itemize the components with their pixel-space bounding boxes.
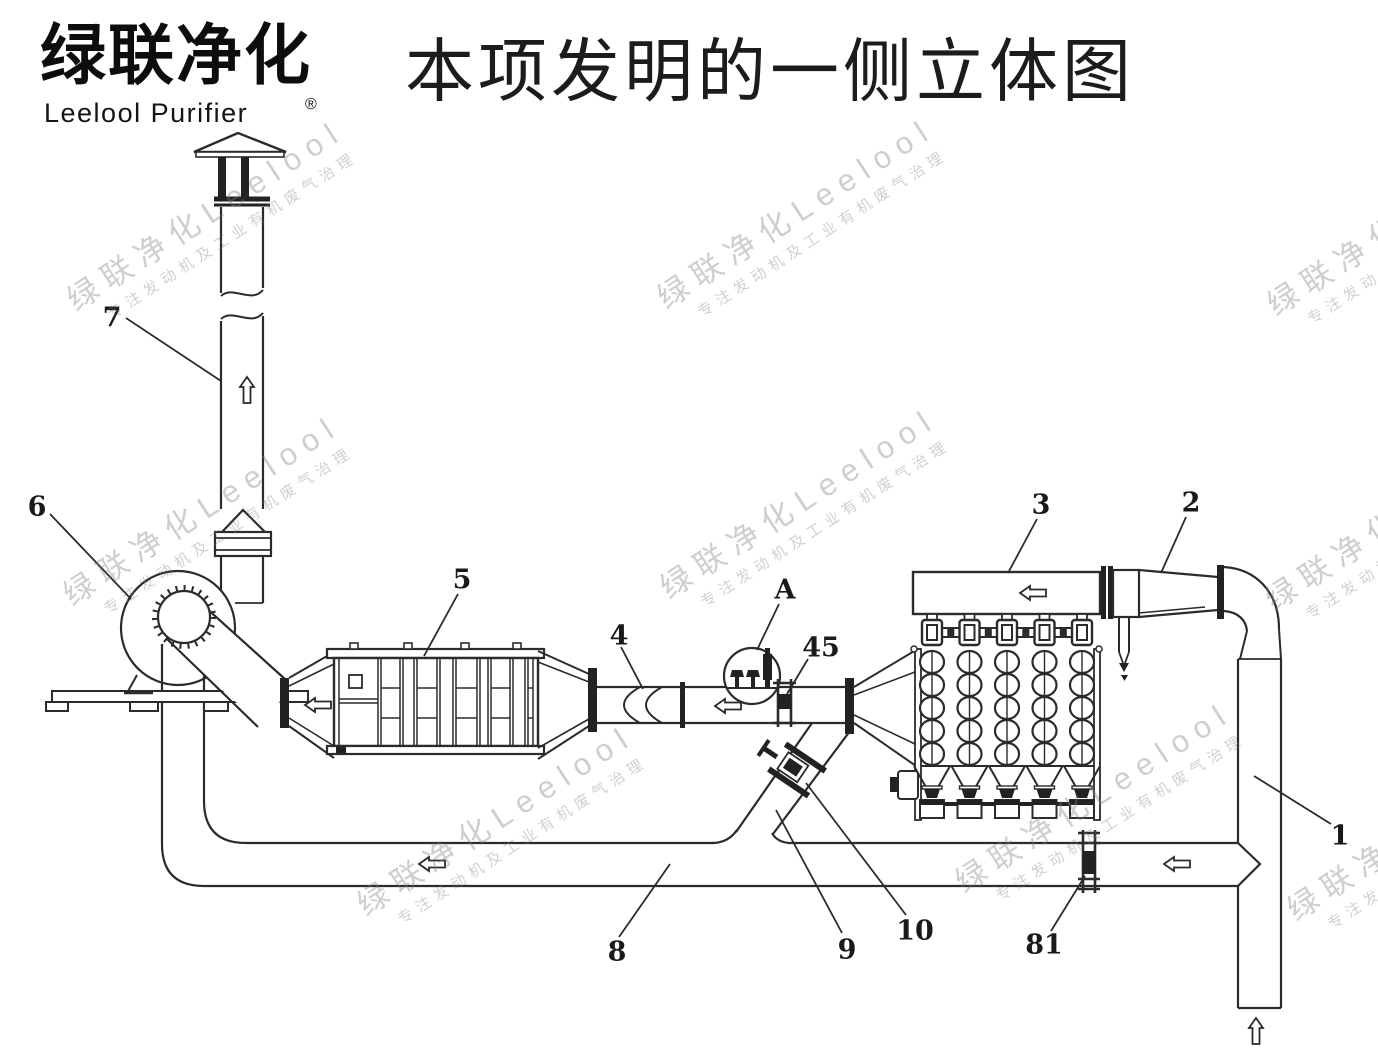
drain-tap: [1118, 617, 1130, 681]
part-label-A: A: [774, 574, 796, 606]
fan-inlet-eye: [152, 585, 216, 649]
junction-cone: [853, 649, 917, 767]
flange: [588, 668, 597, 732]
part-label-45: 45: [802, 632, 840, 664]
exhaust-stack: [193, 131, 287, 604]
leader-line-10: [805, 782, 907, 916]
inlet-pipe-1: [1236, 659, 1283, 1010]
detail-circle-A: [722, 646, 782, 706]
rotary-valve-motor: [890, 770, 919, 800]
cap-post: [218, 157, 226, 198]
part-label-9: 9: [837, 934, 857, 966]
filter-unit-3: [890, 570, 1103, 821]
carbon-box-5: [280, 642, 597, 760]
flange: [1217, 565, 1224, 619]
bottom-pipe-left-arrow-icon: [418, 856, 446, 872]
part-label-5: 5: [452, 564, 472, 596]
leader-line-45: [786, 658, 809, 695]
part-label-4: 4: [609, 620, 629, 652]
part-label-1: 1: [1330, 820, 1350, 852]
flange: [680, 682, 685, 728]
flange: [280, 678, 289, 728]
bell-joint: [645, 686, 663, 724]
leader-line-2: [1160, 516, 1187, 574]
leader-line-81: [1050, 875, 1086, 932]
flex-joint-triangle: [221, 508, 266, 533]
brand-logo-cn: 绿联净化: [40, 18, 312, 92]
part-label-8: 8: [607, 936, 627, 968]
leader-line-5: [423, 593, 459, 657]
brand-logo-en: Leelool Purifier: [44, 98, 249, 128]
flange: [1101, 566, 1106, 619]
leader-line-9: [775, 809, 843, 934]
spray-stem-icon: [763, 654, 772, 680]
valve-81: [1078, 830, 1100, 893]
flange: [1108, 566, 1113, 619]
part-label-3: 3: [1031, 489, 1051, 521]
part-label-6: 6: [27, 491, 47, 523]
leader-line-A: [756, 603, 780, 651]
leader-lines: [49, 317, 1332, 938]
registered-trademark-icon: ®: [305, 96, 317, 113]
inlet-reducer-2: [1101, 565, 1282, 681]
leader-line-8: [618, 863, 671, 938]
stack-up-arrow-icon: [239, 376, 255, 404]
bell-joint: [623, 686, 641, 724]
nozzle-icon: [730, 670, 744, 677]
part-label-2: 2: [1181, 487, 1201, 519]
leader-line-3: [1007, 518, 1038, 574]
leader-line-4: [620, 646, 644, 690]
valve-10: [756, 739, 827, 799]
leader-line-6: [49, 513, 132, 600]
part-label-10: 10: [896, 915, 934, 947]
nozzle-icon: [746, 670, 760, 677]
pipe-break-wave: [220, 312, 264, 320]
part-label-7: 7: [102, 302, 122, 334]
fan-base: [45, 690, 309, 712]
diagonal-pipe-9: [711, 722, 851, 845]
centrifugal-fan: [119, 569, 237, 695]
leader-line-7: [125, 317, 222, 382]
cap-post: [241, 157, 249, 198]
pipe-break-wave: [220, 289, 264, 297]
page-title: 本项发明的一侧立体图: [405, 34, 1135, 110]
pipe8-into-pipe1-tip: [1237, 842, 1262, 887]
flange: [845, 678, 854, 734]
inlet-up-arrow-icon: [1248, 1017, 1264, 1045]
leader-line-1: [1253, 775, 1332, 825]
bottom-pipe-left-arrow-icon: [1163, 856, 1191, 872]
part-label-81: 81: [1025, 929, 1063, 961]
